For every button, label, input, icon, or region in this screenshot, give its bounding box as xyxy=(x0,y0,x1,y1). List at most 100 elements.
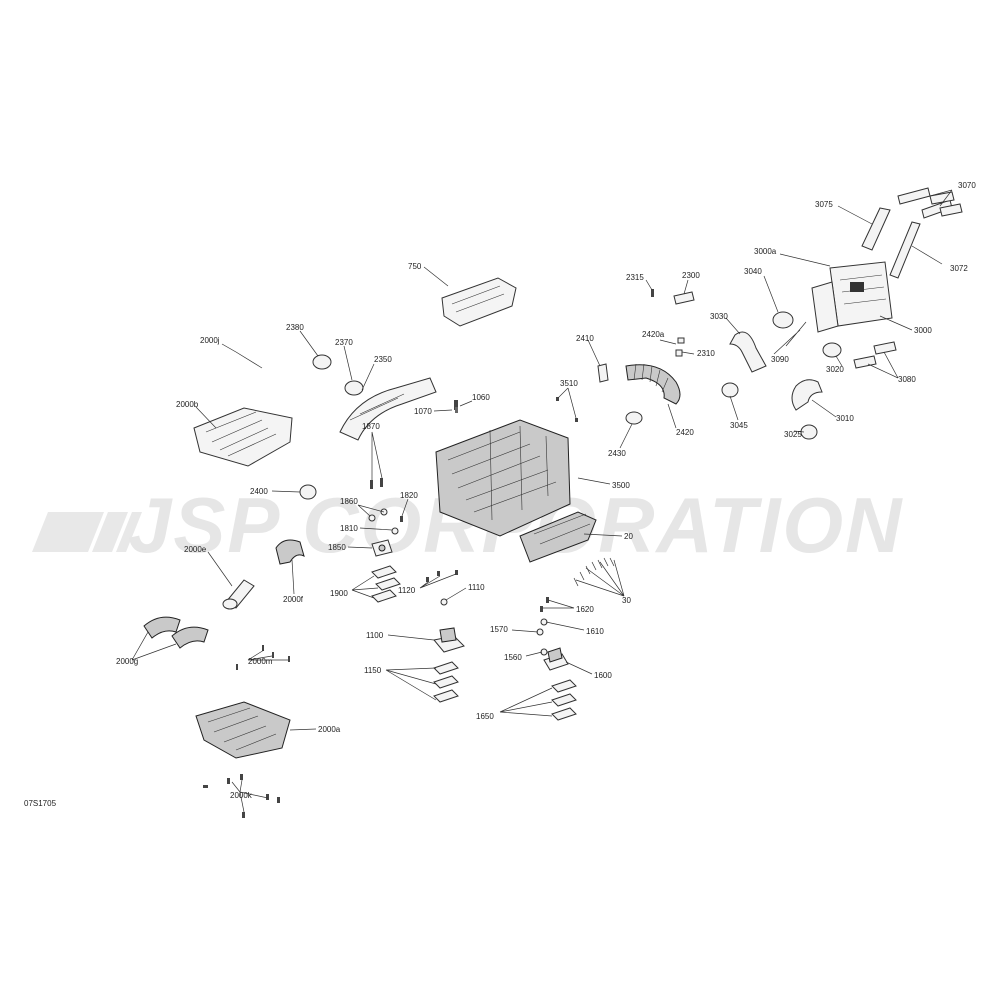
label-1060: 1060 xyxy=(472,393,490,402)
clamp-3040 xyxy=(772,311,794,329)
label-1810: 1810 xyxy=(340,524,358,533)
label-3010: 3010 xyxy=(836,414,854,423)
label-1610: 1610 xyxy=(586,627,604,636)
label-3500: 3500 xyxy=(612,481,630,490)
label-2000f: 2000f xyxy=(283,595,304,604)
exhaust-manifold-20 xyxy=(519,511,597,563)
strap-3072 xyxy=(889,221,921,279)
label-1850: 1850 xyxy=(328,543,346,552)
label-2310: 2310 xyxy=(697,349,715,358)
nuts-1120 xyxy=(426,570,458,582)
shims-1650 xyxy=(551,679,577,721)
label-2000b: 2000b xyxy=(176,400,199,409)
bolts-1620 xyxy=(540,597,549,612)
strap-3075 xyxy=(861,207,891,251)
label-1100: 1100 xyxy=(366,631,384,640)
bracket-2410 xyxy=(597,363,609,383)
bolt-2315 xyxy=(651,289,654,297)
dipstick-2000j xyxy=(235,351,263,369)
clamp-3020 xyxy=(822,342,842,358)
label-1900: 1900 xyxy=(330,589,348,598)
engine-cover-750 xyxy=(441,277,517,327)
label-3040: 3040 xyxy=(744,267,762,276)
label-2000e: 2000e xyxy=(184,545,207,554)
label-2420: 2420 xyxy=(676,428,694,437)
engine-mount-1600 xyxy=(543,647,569,671)
studs-30 xyxy=(573,557,615,587)
label-3070: 3070 xyxy=(958,181,976,190)
screws-3510 xyxy=(556,397,578,422)
label-2000g: 2000g xyxy=(116,657,138,666)
nut-1110 xyxy=(440,598,448,606)
label-750: 750 xyxy=(408,262,422,271)
label-2410: 2410 xyxy=(576,334,594,343)
label-2420a: 2420a xyxy=(642,330,665,339)
fitting-2420a xyxy=(677,337,685,344)
label-2000m: 2000m xyxy=(248,657,273,666)
hose-3030 xyxy=(729,331,767,373)
intercooler-3000 xyxy=(811,261,893,333)
label-1570: 1570 xyxy=(490,625,508,634)
label-2300: 2300 xyxy=(682,271,700,280)
label-3090: 3090 xyxy=(771,355,789,364)
label-3045: 3045 xyxy=(730,421,748,430)
clamp-2430 xyxy=(625,411,643,425)
engine-block-3500 xyxy=(435,419,571,537)
washer-1810 xyxy=(391,527,399,535)
label-1650: 1650 xyxy=(476,712,494,721)
bolt-1070 xyxy=(455,407,458,413)
hose-3010 xyxy=(791,379,823,411)
label-1600: 1600 xyxy=(594,671,612,680)
label-3072: 3072 xyxy=(950,264,968,273)
label-2315: 2315 xyxy=(626,273,644,282)
pipe-2000e xyxy=(222,579,255,610)
label-3030: 3030 xyxy=(710,312,728,321)
label-3080: 3080 xyxy=(898,375,916,384)
label-30: 30 xyxy=(622,596,631,605)
label-2350: 2350 xyxy=(374,355,392,364)
label-3000: 3000 xyxy=(914,326,932,335)
fitting-2310 xyxy=(675,349,683,357)
label-1870: 1870 xyxy=(362,422,380,431)
part-labels: 3070 3075 3000a 3040 3072 750 2315 2300 … xyxy=(24,181,976,808)
watermark-logo-icon xyxy=(32,512,142,552)
figure-code: 07S1705 xyxy=(24,799,57,808)
bolt-1060 xyxy=(454,400,458,410)
intake-manifold-2000b xyxy=(193,407,293,467)
clamp-2380 xyxy=(312,354,332,370)
label-3020: 3020 xyxy=(826,365,844,374)
label-2430: 2430 xyxy=(608,449,626,458)
clamp-3045 xyxy=(721,382,739,398)
bolt-1820 xyxy=(400,516,403,522)
label-1560: 1560 xyxy=(504,653,522,662)
plate-1850 xyxy=(371,539,393,557)
label-2370: 2370 xyxy=(335,338,353,347)
oil-pan-2000a xyxy=(195,701,291,759)
clamp-2400 xyxy=(299,484,317,500)
label-1070: 1070 xyxy=(414,407,432,416)
strap-brackets-3070 xyxy=(897,187,963,219)
label-1620: 1620 xyxy=(576,605,594,614)
label-2400: 2400 xyxy=(250,487,268,496)
label-1820: 1820 xyxy=(400,491,418,500)
engine-mount-1100 xyxy=(433,627,465,653)
label-2000j: 2000j xyxy=(200,336,220,345)
label-2000a: 2000a xyxy=(318,725,341,734)
label-3025: 3025 xyxy=(784,430,802,439)
label-2000k: 2000k xyxy=(230,791,253,800)
shims-1150 xyxy=(433,661,459,703)
label-3075: 3075 xyxy=(815,200,833,209)
shims-1900 xyxy=(371,565,401,603)
hose-2000f xyxy=(275,539,305,565)
bolts-2000k xyxy=(203,774,280,818)
bolts-1870 xyxy=(370,478,383,489)
fitting-2300 xyxy=(673,291,695,305)
label-3510: 3510 xyxy=(560,379,578,388)
pads-3080 xyxy=(853,341,897,369)
clamp-2370 xyxy=(344,380,364,396)
hoses-2000g xyxy=(143,616,209,649)
label-1110: 1110 xyxy=(468,583,485,592)
bolts-2000m xyxy=(236,645,290,670)
